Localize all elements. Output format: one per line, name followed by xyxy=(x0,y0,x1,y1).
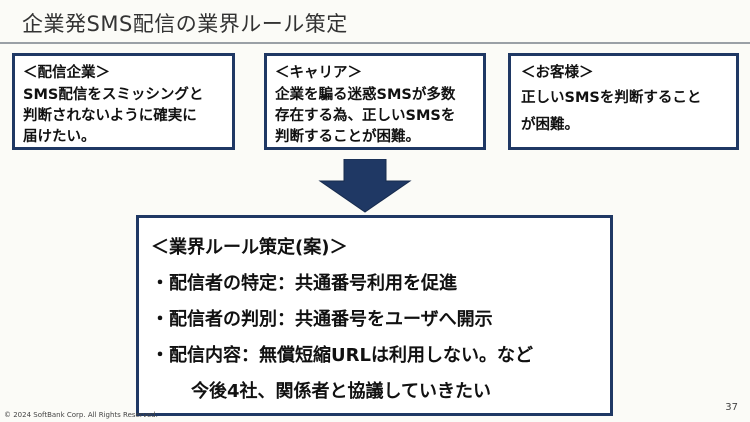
box-carrier-text: 存在する為、正しいSMSを xyxy=(275,108,456,124)
rules-item: ・配信者の特定：共通番号利用を促進 xyxy=(151,273,457,294)
box-distributor-text: 判断されないように確実に xyxy=(23,108,197,124)
box-customer-text: が困難。 xyxy=(521,117,579,133)
box-customer: ＜お客様＞ 正しいSMSを判断すること が困難。 xyxy=(508,53,739,150)
box-carrier: ＜キャリア＞ 企業を騙る迷惑SMSが多数 存在する為、正しいSMSを 判断するこ… xyxy=(264,53,486,150)
down-arrow-icon xyxy=(318,159,412,213)
rules-item: ・配信内容：無償短縮URLは利用しない。など xyxy=(151,345,533,366)
box-customer-text: 正しいSMSを判断すること xyxy=(521,90,702,106)
page-number: 37 xyxy=(725,402,738,413)
box-distributor-heading: ＜配信企業＞ xyxy=(23,65,110,81)
rules-heading: ＜業界ルール策定(案)＞ xyxy=(151,237,348,258)
rules-item: ・配信者の判別：共通番号をユーザへ開示 xyxy=(151,309,493,330)
box-distributor-text: SMS配信をスミッシングと xyxy=(23,87,204,103)
rules-closing: 今後4社、関係者と協議していきたい xyxy=(191,381,491,402)
copyright: © 2024 SoftBank Corp. All Rights Reserve… xyxy=(4,411,158,419)
box-carrier-text: 判断することが困難。 xyxy=(275,129,420,145)
box-distributor: ＜配信企業＞ SMS配信をスミッシングと 判断されないように確実に 届けたい。 xyxy=(12,53,235,150)
slide-title: 企業発SMS配信の業界ルール策定 xyxy=(22,12,348,36)
title-divider xyxy=(0,42,750,44)
box-customer-heading: ＜お客様＞ xyxy=(521,65,594,81)
rules-box: ＜業界ルール策定(案)＞ ・配信者の特定：共通番号利用を促進 ・配信者の判別：共… xyxy=(136,215,613,416)
box-distributor-text: 届けたい。 xyxy=(23,129,96,145)
box-carrier-heading: ＜キャリア＞ xyxy=(275,65,362,81)
box-carrier-text: 企業を騙る迷惑SMSが多数 xyxy=(275,87,456,103)
